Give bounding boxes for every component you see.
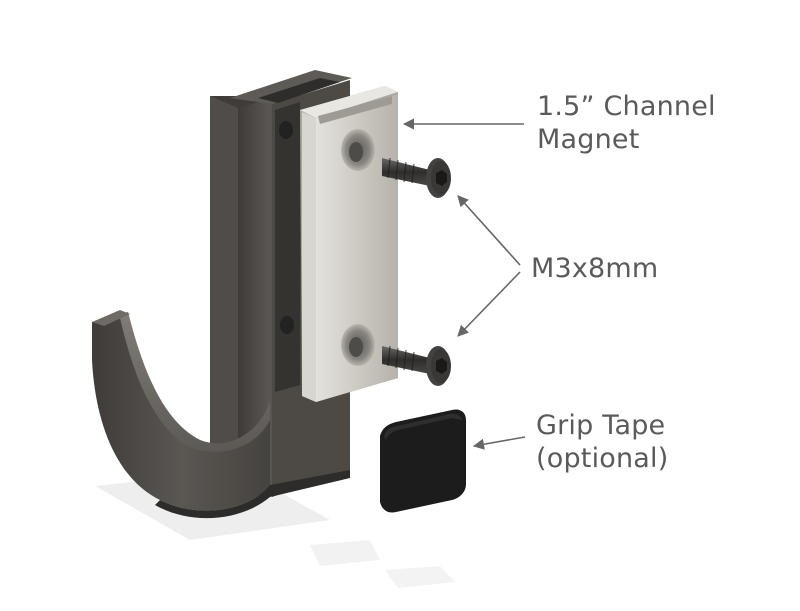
grip-tape <box>380 409 466 513</box>
arrow-icon <box>402 118 526 450</box>
screw-icon <box>382 157 451 198</box>
label-grip-tape-line1: Grip Tape <box>536 410 666 441</box>
label-screws-text: M3x8mm <box>531 253 659 284</box>
label-grip-tape-line2: (optional) <box>536 443 669 474</box>
label-channel-magnet-line1: 1.5” Channel <box>537 91 716 122</box>
label-channel-magnet-line2: Magnet <box>537 124 640 155</box>
label-channel-magnet: 1.5” Channel Magnet <box>537 90 716 156</box>
label-grip-tape: Grip Tape (optional) <box>536 409 669 475</box>
mount-hole-top <box>279 121 293 139</box>
screw-icon <box>382 345 451 386</box>
label-screws: M3x8mm <box>531 252 658 285</box>
mount-hole-bottom <box>280 316 294 334</box>
channel-magnet <box>300 86 398 402</box>
